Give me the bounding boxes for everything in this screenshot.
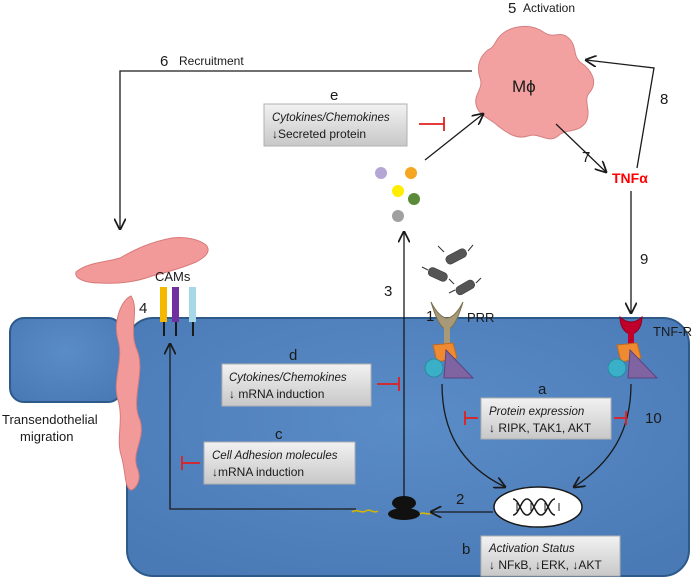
macrophage-label: Mϕ (512, 77, 536, 96)
migrating-leukocyte (115, 295, 142, 491)
arrow-cam-synthesis (170, 344, 356, 510)
step-8: 8 (660, 91, 668, 108)
arrow-recruitment (120, 70, 472, 229)
arrow-cytokine-activation (424, 114, 483, 161)
svg-text:Cytokines/Chemokines: Cytokines/Chemokines (272, 112, 390, 124)
tnf-receptor (619, 315, 643, 346)
step-4: 4 (139, 300, 147, 317)
box-c: Cell Adhesion molecules ↓mRNA induction (203, 441, 356, 485)
prr-label: PRR (467, 310, 494, 325)
pathogens (421, 244, 482, 296)
rolling-leukocyte (75, 237, 209, 284)
inhibit-a-right (614, 411, 627, 425)
letter-c: c (275, 426, 283, 443)
ribosome (351, 496, 433, 520)
tnf-alpha-label: TNFα (612, 170, 648, 186)
svg-text:↓ RIPK, TAK1, AKT: ↓ RIPK, TAK1, AKT (489, 421, 592, 435)
tnf-r-label: TNF-R (653, 324, 692, 339)
activation-label: Activation (523, 1, 575, 15)
transendothelial-label-2: migration (20, 429, 73, 444)
svg-text:↓mRNA induction: ↓mRNA induction (212, 465, 304, 479)
dna-icon (512, 498, 560, 516)
step-9: 9 (640, 251, 648, 268)
inhibit-c (181, 456, 200, 470)
arrow-10 (574, 383, 632, 487)
prr-receptor (430, 301, 464, 344)
inhibit-a-left (464, 411, 478, 425)
step-3: 3 (384, 283, 392, 300)
letter-b: b (462, 541, 470, 558)
letter-e: e (330, 87, 338, 104)
step-7: 7 (582, 149, 590, 166)
letter-d: d (289, 347, 297, 364)
prr-complex (424, 342, 475, 379)
box-b: Activation Status ↓ NFκB, ↓ERK, ↓AKT (480, 535, 621, 577)
secreted-cytokines (375, 167, 420, 222)
tnf-r-complex (607, 342, 659, 379)
step-5: 5 (508, 0, 516, 17)
svg-text:Cell Adhesion molecules: Cell Adhesion molecules (212, 450, 338, 462)
transendothelial-label-1: Transendothelial (2, 412, 98, 427)
recruitment-label: Recruitment (179, 54, 244, 68)
step-10: 10 (645, 410, 662, 427)
step-6: 6 (160, 53, 168, 70)
cams (160, 287, 196, 336)
arrow-7 (555, 123, 606, 172)
box-a: Protein expression ↓ RIPK, TAK1, AKT (480, 397, 612, 440)
step-2: 2 (456, 491, 464, 508)
svg-text:Cytokines/Chemokines: Cytokines/Chemokines (229, 372, 347, 384)
neighbor-cell (9, 317, 123, 403)
inhibit-e (419, 117, 445, 131)
svg-text:Protein expression: Protein expression (489, 406, 584, 418)
svg-text:↓ mRNA induction: ↓ mRNA induction (229, 387, 324, 401)
cams-label: CAMs (155, 269, 191, 284)
nucleus (493, 486, 583, 528)
letter-a: a (538, 381, 547, 398)
svg-text:Activation Status: Activation Status (488, 543, 575, 555)
box-d: Cytokines/Chemokines ↓ mRNA induction (221, 363, 372, 407)
macrophage (475, 25, 595, 140)
svg-text:↓Secreted protein: ↓Secreted protein (272, 127, 366, 141)
svg-text:↓ NFκB, ↓ERK, ↓AKT: ↓ NFκB, ↓ERK, ↓AKT (489, 558, 602, 572)
arrow-prr-nucleus (441, 383, 505, 487)
inhibit-d (377, 377, 400, 391)
box-e: Cytokines/Chemokines ↓Secreted protein (263, 103, 408, 147)
arrow-8 (586, 60, 655, 169)
step-1: 1 (426, 308, 434, 325)
